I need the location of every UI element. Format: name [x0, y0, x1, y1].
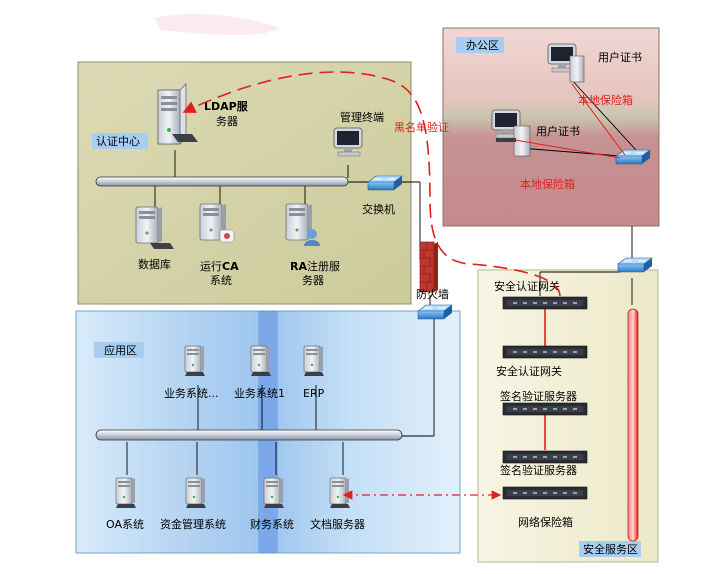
biz-system-dots-label: 业务系统... — [164, 387, 219, 400]
finance-server-icon — [263, 477, 285, 509]
sig-server-2-label: 签名验证服务器 — [500, 463, 577, 477]
ra-server-icon — [285, 203, 320, 246]
mgmt-terminal-icon — [333, 127, 363, 157]
ca-server-icon — [199, 203, 235, 243]
biz-system-1-label: 业务系统1 — [234, 387, 285, 400]
gateway-1-label: 安全认证网关 — [494, 279, 560, 293]
zone-label-auth: 认证中心 — [96, 135, 140, 148]
ca-label-2: 系统 — [210, 274, 232, 287]
database-label: 数据库 — [138, 257, 171, 271]
net-safe-label: 网络保险箱 — [518, 515, 573, 529]
ra-label-1: RA注册服 — [290, 259, 340, 273]
sig-server-1-label: 签名验证服务器 — [500, 389, 577, 403]
oa-label: OA系统 — [106, 518, 144, 531]
office-red-links — [514, 83, 626, 159]
ca-label-1: 运行CA — [200, 260, 239, 273]
user-cert-2-label: 用户证书 — [536, 124, 580, 138]
blacklist-label: 黑名单验证 — [394, 120, 449, 134]
finance-label: 财务系统 — [250, 517, 294, 531]
gateway-1-rack-icon — [502, 296, 588, 310]
biz-system-1-icon — [250, 345, 272, 377]
main-switch-label: 交换机 — [362, 202, 395, 216]
doc-label: 文档服务器 — [310, 517, 365, 531]
firewall-label: 防火墙 — [416, 287, 449, 301]
ra-label-2: 务器 — [302, 274, 324, 287]
erp-server-icon — [303, 345, 325, 377]
app-zone-bus — [95, 429, 403, 441]
fund-server-icon — [185, 477, 207, 509]
gateway-2-label: 安全认证网关 — [496, 364, 562, 378]
user-cert-1-label: 用户证书 — [598, 50, 642, 64]
fund-label: 资金管理系统 — [160, 517, 226, 531]
mgmt-terminal-label: 管理终端 — [340, 110, 384, 124]
database-server-icon — [135, 206, 174, 249]
auth-center-bus — [95, 176, 349, 187]
zone-label-office: 办公区 — [466, 39, 499, 52]
net-safe-rack-icon — [502, 486, 588, 500]
local-safe-2-label: 本地保险箱 — [520, 177, 575, 191]
zone-label-app: 应用区 — [104, 343, 137, 357]
office-pc-1-icon — [547, 43, 585, 83]
sig-server-1-rack-icon — [502, 402, 588, 416]
ldap-server-label-1: LDAP服 — [204, 100, 249, 113]
gateway-2-rack-icon — [502, 345, 588, 359]
oa-server-icon — [115, 477, 137, 509]
doc-server-icon — [329, 477, 351, 509]
biz-system-dots-icon — [184, 345, 206, 377]
ldap-server-label-2: 务器 — [216, 115, 238, 128]
security-red-pipe — [627, 308, 639, 542]
blacklist-verify-flow — [182, 71, 561, 297]
zone-label-security: 安全服务区 — [583, 542, 638, 556]
local-safe-1-label: 本地保险箱 — [578, 93, 633, 107]
firewall-icon — [419, 241, 438, 293]
sig-server-2-rack-icon — [502, 450, 588, 464]
ldap-server-icon — [157, 83, 198, 145]
decorative-blur — [155, 13, 280, 36]
erp-label: ERP — [303, 387, 325, 400]
